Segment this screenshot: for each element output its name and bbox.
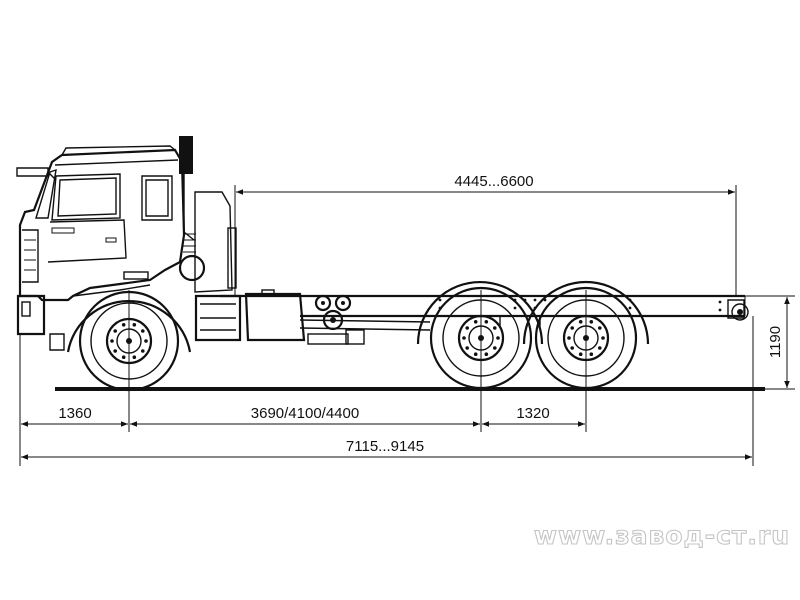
- lug-nut: [570, 346, 574, 350]
- lug-nut: [113, 329, 117, 333]
- lug-nut: [465, 326, 470, 330]
- lug-nuts: [110, 320, 605, 360]
- lug-nut: [110, 339, 114, 343]
- label-frame-height: 1190: [767, 326, 784, 358]
- lug-nut: [141, 349, 145, 353]
- dimension-lines: [19, 185, 795, 466]
- lug-nut: [473, 352, 478, 357]
- truck-cab: [16, 136, 237, 351]
- lug-nut: [465, 346, 470, 350]
- lug-nut: [132, 323, 137, 327]
- lug-nut: [462, 336, 466, 340]
- label-front-overhang: 1360: [58, 405, 91, 422]
- lug-nut: [473, 320, 478, 324]
- chassis-frame: [194, 289, 749, 345]
- air-tanks: [314, 294, 352, 331]
- lug-nut: [496, 336, 500, 340]
- lug-nut: [484, 320, 489, 324]
- lug-nut: [121, 355, 126, 360]
- lug-nut: [144, 339, 148, 343]
- label-wheelbase: 3690/4100/4400: [251, 405, 359, 422]
- lug-nut: [601, 336, 605, 340]
- tow-hitch: [727, 299, 749, 321]
- lug-nut: [493, 326, 497, 330]
- rear-wheel-1: [416, 280, 544, 390]
- lug-nut: [589, 352, 594, 357]
- lug-nut: [578, 320, 583, 324]
- lug-nut: [132, 355, 137, 360]
- lug-nut: [493, 346, 497, 350]
- lug-nut: [113, 349, 117, 353]
- watermark: www.завод-ст.ru: [534, 521, 790, 550]
- label-frame-length: 4445...6600: [454, 173, 533, 190]
- lug-nut: [141, 329, 145, 333]
- label-rear-axle-spacing: 1320: [516, 405, 549, 422]
- lug-nut: [598, 346, 602, 350]
- lug-nut: [121, 323, 126, 327]
- lug-nut: [578, 352, 583, 357]
- lug-nut: [598, 326, 602, 330]
- lug-nut: [567, 336, 571, 340]
- lug-nut: [589, 320, 594, 324]
- label-overall-length: 7115...9145: [346, 438, 424, 455]
- lug-nut: [570, 326, 574, 330]
- lug-nut: [484, 352, 489, 357]
